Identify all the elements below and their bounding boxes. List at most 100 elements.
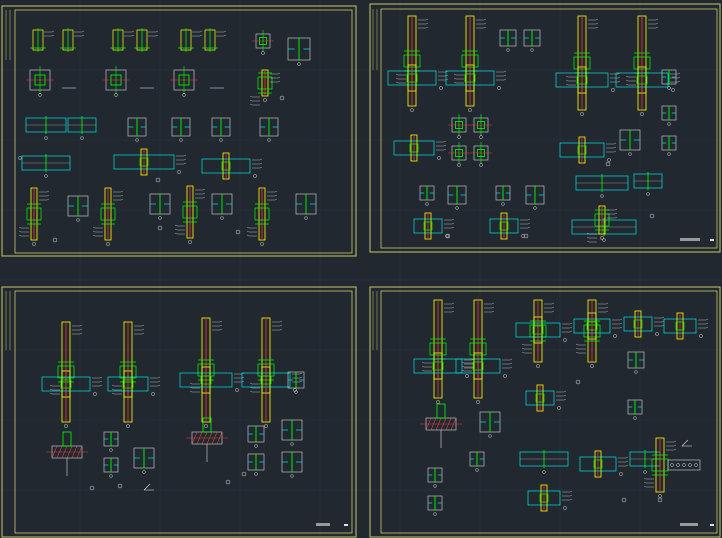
column-elevation [421,299,455,404]
beam-column-joint [663,312,709,340]
section-detail [67,195,89,222]
plan-detail [448,142,470,167]
section-detail [479,411,501,438]
sheet-4-connection-details [413,299,709,516]
section-detail [427,467,443,488]
section-detail [661,135,677,156]
column-elevation [453,15,487,112]
section-detail [103,431,119,452]
sheet-4-inner-border [380,290,718,534]
sheet-3-binding-strip [5,291,11,350]
plan-detail [470,114,492,139]
beam-column-joint [387,64,449,92]
section-detail [469,451,485,472]
section-detail [281,419,303,446]
section-detail [211,117,231,142]
beam-column-joint [555,66,621,94]
drawing-sheet-4[interactable] [369,286,721,538]
beam-column-joint [41,370,103,398]
section-detail [281,451,303,478]
column-elevation [249,69,281,106]
beam-detail [67,116,97,140]
section-detail [133,447,155,474]
section-detail [287,37,311,66]
sheet-1-connection-details [18,28,317,246]
sheet-2-inner-border [380,8,718,249]
sheet-2-binding-strip [372,9,378,70]
section-detail [103,457,119,478]
drawing-sheet-3[interactable] [1,286,357,538]
beam-column-joint [413,212,455,240]
beam-column-joint [393,134,447,162]
beam-detail [633,172,663,196]
section-detail [287,371,305,394]
section-detail [499,29,517,52]
column-elevation [18,187,50,246]
section-detail [295,193,317,220]
section-detail [525,185,545,210]
sheet-1-inner-border [14,9,353,254]
sheet-3-inner-border [14,290,353,534]
beam-column-joint [623,310,665,338]
sheet-3-outer-border [1,286,357,538]
column-elevation [174,185,206,244]
drawing-sheet-2[interactable] [369,3,721,253]
section-detail [171,117,191,142]
plan-detail [170,66,198,97]
section-detail [447,185,467,210]
drawing-sheet-1[interactable] [1,5,357,257]
beam-detail [575,174,629,198]
beam-column-joint [107,370,161,398]
plan-detail [448,114,470,139]
beam-column-joint [525,384,567,412]
beam-column-joint [559,136,617,164]
beam-column-joint [527,484,573,512]
section-detail [661,105,677,126]
section-detail [419,185,435,206]
beam-column-joint [413,352,475,380]
section-detail [523,29,541,52]
beam-detail [629,450,661,474]
beam-column-joint [201,152,263,180]
beam-detail [519,450,569,474]
column-elevation [586,205,618,243]
plan-detail [26,66,54,97]
column-elevation [92,187,124,246]
beam-detail [25,116,67,140]
section-detail [211,193,233,220]
column-elevation [625,15,659,116]
sheet-1-outer-border [1,5,357,257]
section-detail [661,69,677,90]
sheet-4-outer-border [369,286,721,538]
beam-column-joint [489,212,531,240]
beam-column-joint [515,316,573,344]
beam-column-joint [573,312,623,340]
base-plate-detail [420,403,462,448]
section-detail [495,185,511,206]
beam-column-joint [179,366,245,394]
sheet-3-connection-details [41,317,305,491]
beam-column-joint [455,352,513,380]
sheet-2-title-block [680,238,714,241]
section-detail [247,453,265,476]
section-detail [627,399,643,420]
sheet-4-title-block [680,523,714,526]
column-elevation [565,15,599,116]
section-detail [259,117,279,142]
beam-column-joint [579,450,629,478]
sheet-2-connection-details [387,15,681,243]
section-detail [427,495,443,516]
sheet-3-title-block [316,523,348,526]
section-detail [627,351,645,374]
plan-detail [470,142,492,167]
column-elevation [395,15,429,112]
base-plate-detail [186,417,228,462]
beam-column-joint [615,66,681,94]
section-detail [127,117,147,142]
section-detail [247,425,265,448]
sheet-2-outer-border [369,3,721,253]
base-plate-detail [46,431,88,476]
section-detail [619,129,641,156]
